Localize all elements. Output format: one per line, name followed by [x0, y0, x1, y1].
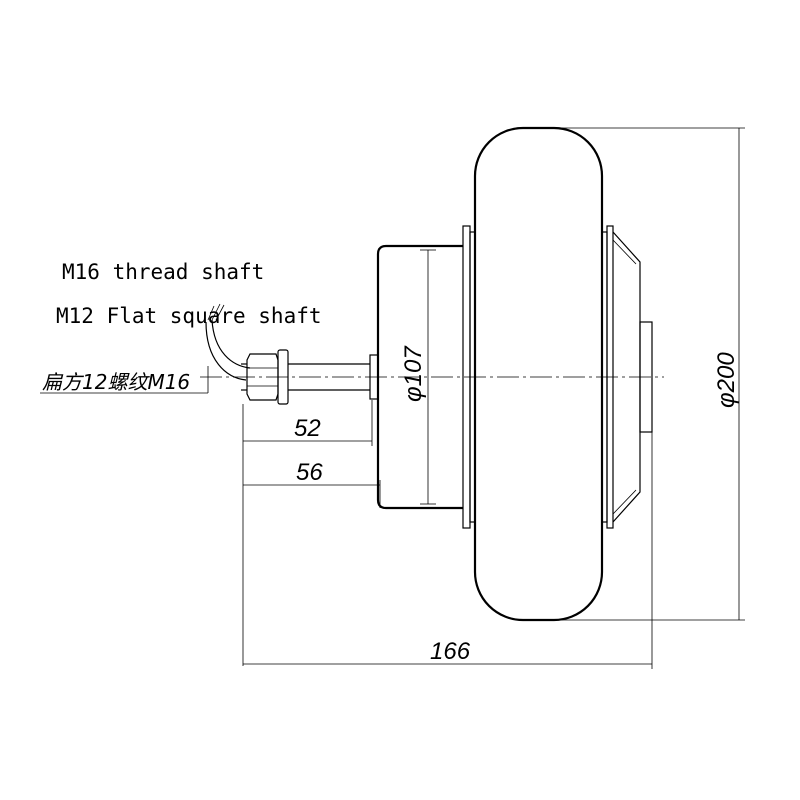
nut-hex — [246, 353, 279, 401]
cable — [211, 319, 251, 369]
tire-outline — [473, 126, 604, 622]
dim-text-166: 166 — [430, 638, 471, 665]
cable-2 — [205, 321, 247, 381]
label-flat-square-shaft: M12 Flat square shaft — [56, 304, 322, 328]
label-chinese-note: 扁方12螺纹M16 — [42, 370, 190, 394]
dim-text-56: 56 — [296, 459, 323, 486]
right-cone-edge — [612, 239, 637, 265]
dim-text-52: 52 — [294, 415, 321, 442]
cable-wires — [207, 303, 225, 321]
right-cone-edge-bottom — [612, 489, 637, 515]
dim-text-phi200: φ200 — [713, 352, 740, 408]
dim-text-phi107: φ107 — [400, 345, 427, 402]
label-thread-shaft: M16 thread shaft — [62, 260, 264, 284]
